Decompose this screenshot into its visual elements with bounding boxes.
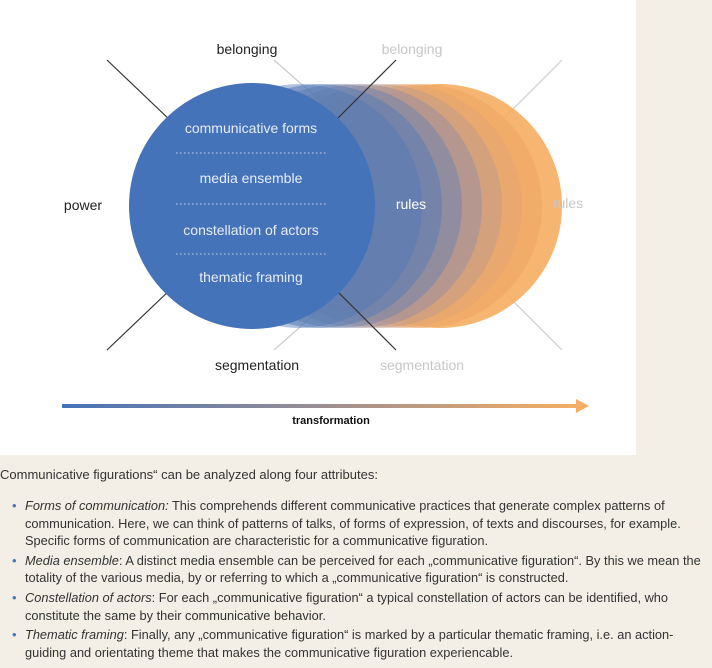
attribute-separator: : bbox=[123, 627, 131, 643]
attribute-separator: : bbox=[151, 589, 159, 605]
list-item: • Constellation of actors: For each „com… bbox=[0, 589, 708, 624]
label-segmentation-faded: segmentation bbox=[380, 357, 464, 373]
attribute-term: Thematic framing bbox=[25, 627, 124, 643]
attribute-list: • Forms of communication: This comprehen… bbox=[0, 497, 708, 663]
attribute-body: For each „communicative figuration“ a ty… bbox=[25, 589, 669, 623]
cross-line-bottom-left bbox=[106, 287, 173, 351]
cross-line-top-right bbox=[337, 59, 397, 119]
attribute-body: A distinct media ensemble can be perceiv… bbox=[25, 552, 701, 586]
label-transformation: transformation bbox=[292, 415, 370, 427]
cross-line-top-left bbox=[106, 59, 173, 123]
attribute-body: Finally, any „communicative figuration“ … bbox=[25, 627, 674, 660]
communicative-figuration-diagram: communicative forms media ensemble const… bbox=[62, 41, 589, 427]
main-figuration-circle bbox=[129, 83, 375, 329]
intro-text: Communicative figurations“ can be analyz… bbox=[0, 467, 378, 482]
row-constellation-of-actors: constellation of actors bbox=[183, 222, 318, 238]
list-item: • Forms of communication: This comprehen… bbox=[0, 497, 708, 550]
label-belonging: belonging bbox=[217, 41, 278, 57]
transformation-arrow-head-icon bbox=[576, 399, 589, 413]
label-segmentation: segmentation bbox=[215, 357, 299, 373]
bullet-icon: • bbox=[12, 589, 17, 605]
label-power: power bbox=[64, 197, 102, 213]
row-media-ensemble: media ensemble bbox=[200, 170, 303, 186]
bullet-icon: • bbox=[12, 498, 17, 513]
transformation-arrow-shaft bbox=[62, 404, 577, 408]
label-belonging-faded: belonging bbox=[382, 41, 443, 57]
attribute-term: Constellation of actors bbox=[25, 589, 152, 605]
label-rules-faded: rules bbox=[553, 195, 583, 211]
figure-panel: communicative forms media ensemble const… bbox=[0, 0, 636, 455]
label-rules: rules bbox=[396, 196, 426, 212]
list-item: • Thematic framing: Finally, any „commun… bbox=[0, 626, 708, 661]
bullet-icon: • bbox=[12, 552, 17, 568]
attribute-separator: : bbox=[118, 552, 126, 568]
attribute-body: This comprehends different communicative… bbox=[25, 498, 681, 549]
list-item: • Media ensemble: A distinct media ensem… bbox=[0, 552, 708, 587]
attribute-term: Forms of communication: bbox=[25, 498, 169, 513]
cross-line-bottom-right bbox=[337, 291, 397, 351]
row-thematic-framing: thematic framing bbox=[199, 269, 302, 285]
attribute-term: Media ensemble bbox=[25, 552, 119, 568]
row-communicative-forms: communicative forms bbox=[185, 120, 317, 136]
bullet-icon: • bbox=[12, 627, 17, 643]
